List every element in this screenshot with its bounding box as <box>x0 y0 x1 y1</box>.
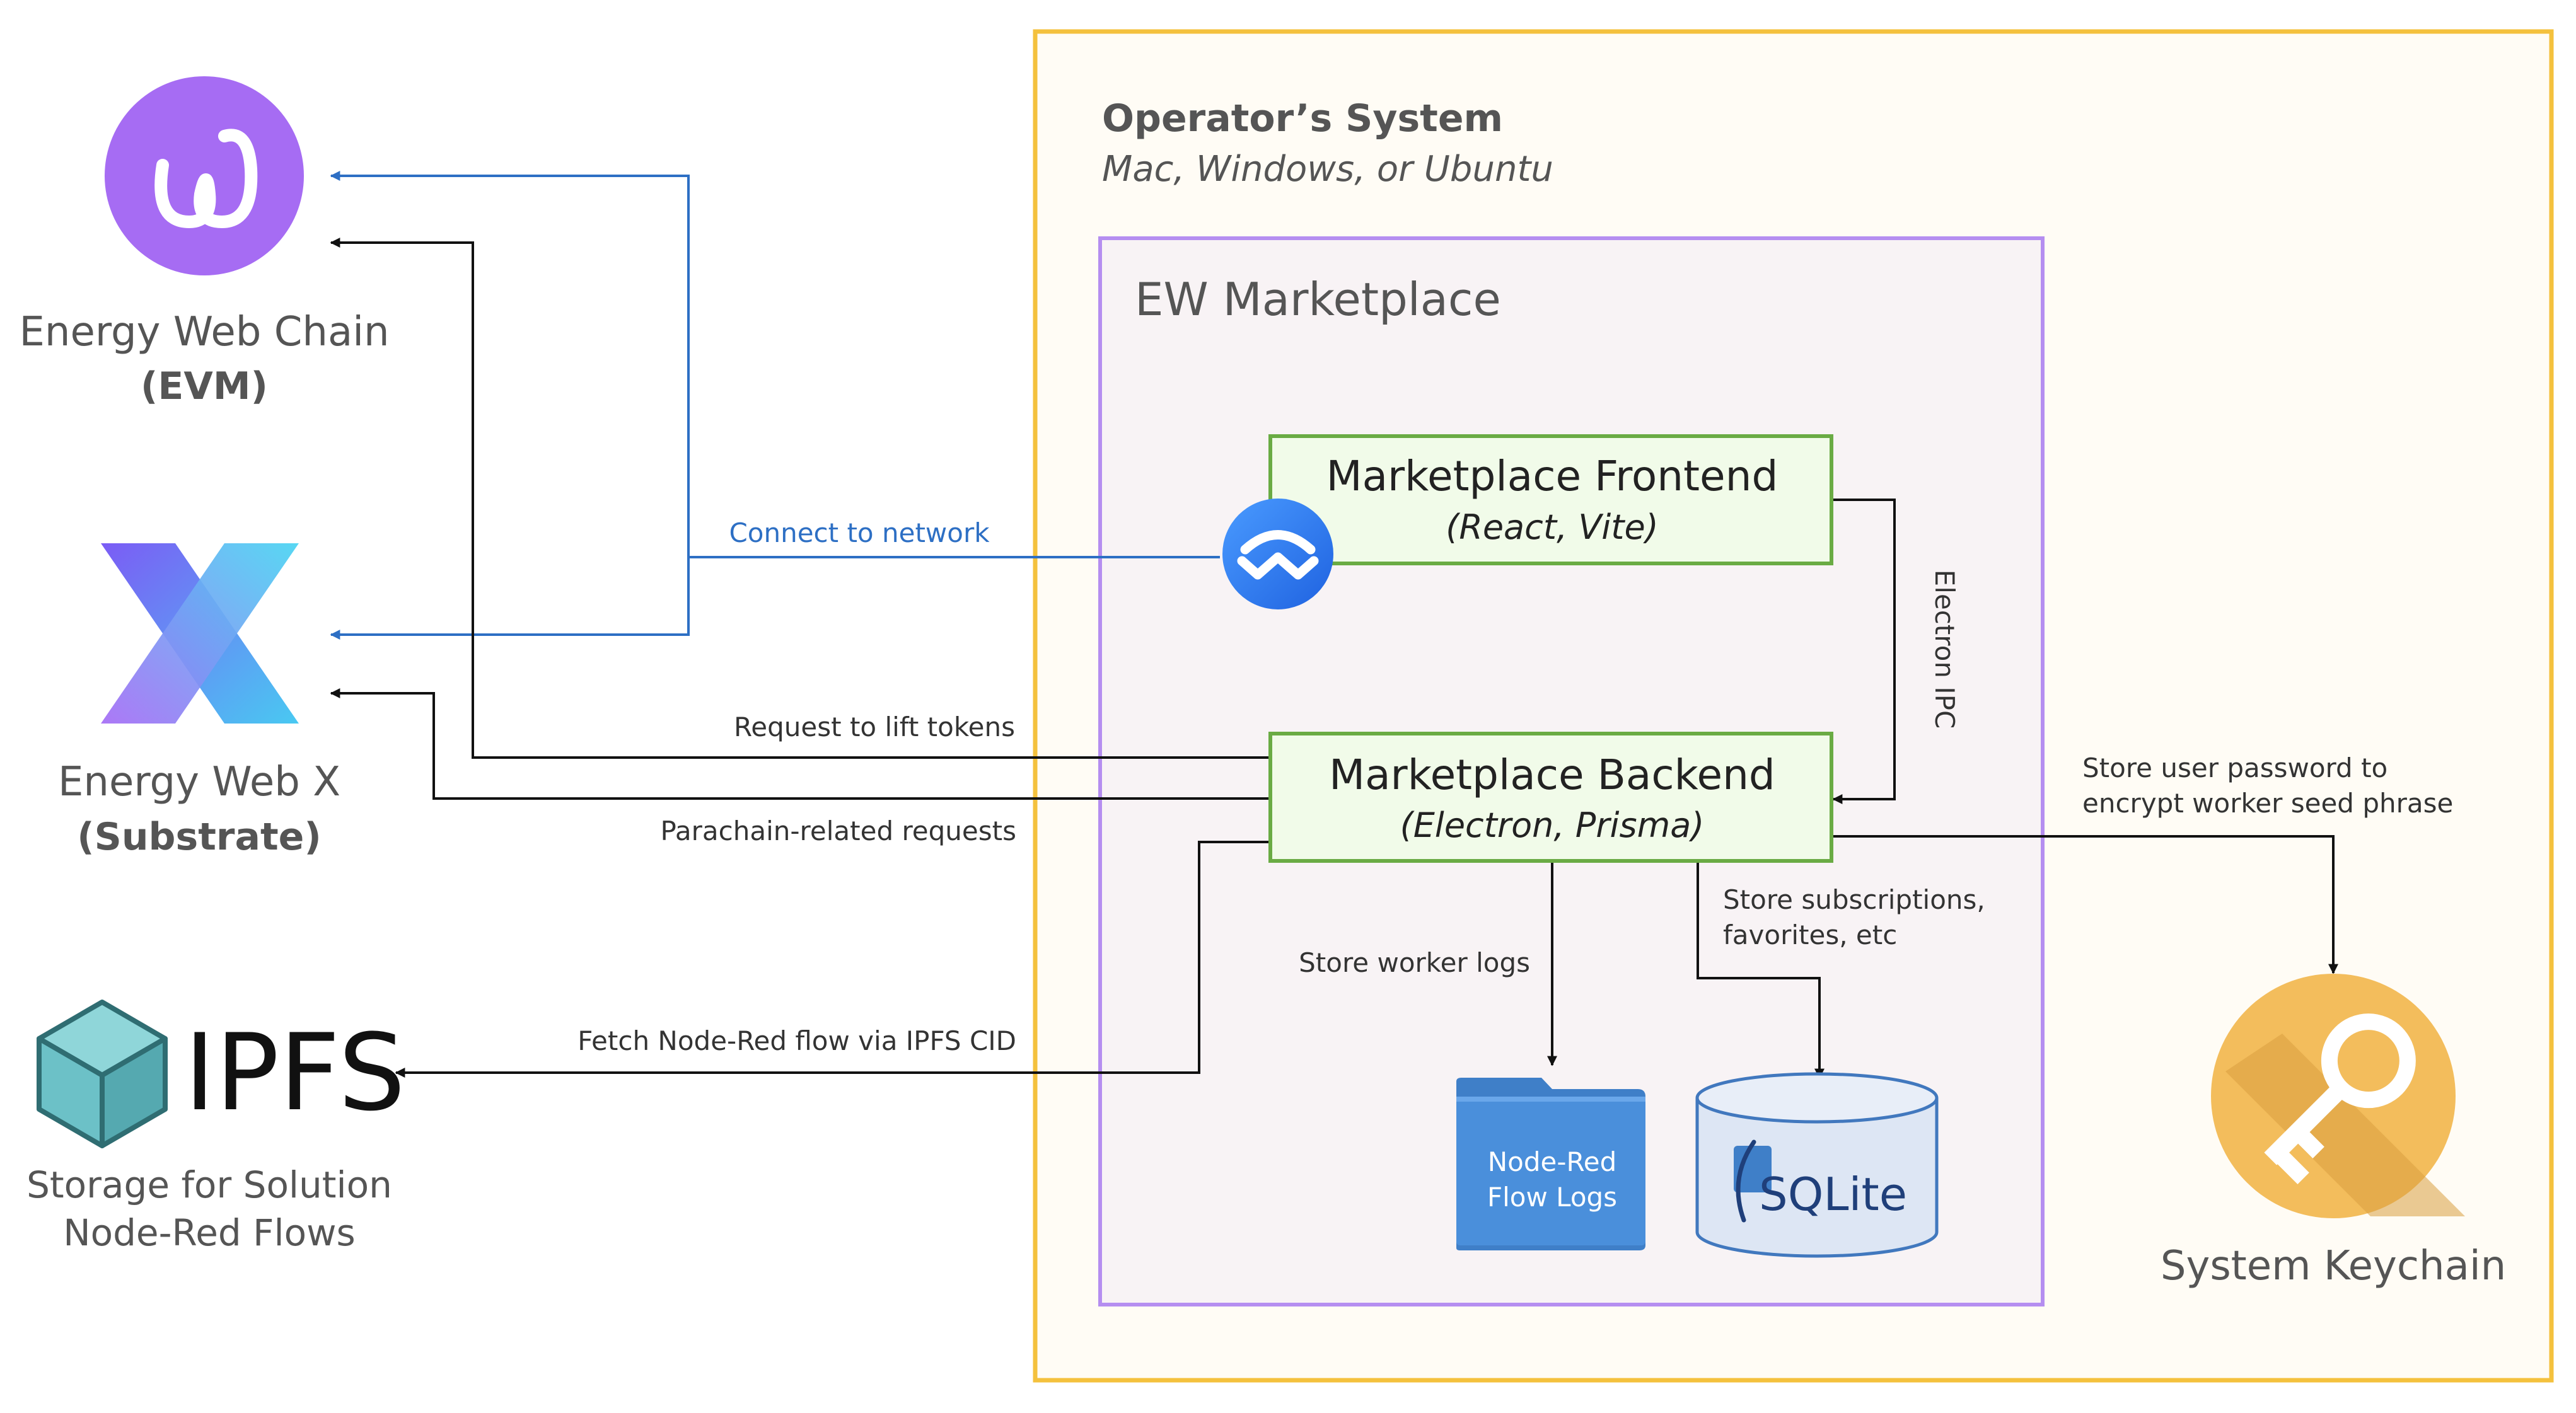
sqlite-database: SQLite <box>1695 1072 1939 1258</box>
marketplace-frontend-box <box>1268 434 1833 565</box>
marketplace-backend-title: Marketplace Backend <box>1329 751 1775 799</box>
ipfs-logo-text: IPFS <box>184 1011 405 1134</box>
sqlite-label: SQLite <box>1759 1168 1907 1221</box>
lift-tokens-edge <box>330 238 1270 759</box>
parachain-label: Parachain-related requests <box>660 816 1016 846</box>
ipfs-caption-line2: Node-Red Flows <box>63 1211 356 1254</box>
keychain-edge <box>1833 835 2338 974</box>
energy-web-x-name: Energy Web X <box>58 759 340 805</box>
subscriptions-label-line1: Store subscriptions, <box>1723 884 1985 915</box>
system-keychain-label: System Keychain <box>2161 1243 2506 1289</box>
energy-web-chain-sub: (EVM) <box>141 364 268 408</box>
keychain-label-line1: Store user password to <box>2082 753 2387 783</box>
ipfs-caption-line1: Storage for Solution <box>26 1163 392 1206</box>
marketplace-backend-box <box>1268 732 1833 863</box>
operator-system-title: Operator’s System <box>1102 96 1503 141</box>
worker-logs-label: Store worker logs <box>1299 947 1530 978</box>
key-icon <box>2264 1013 2416 1185</box>
energy-web-x-logo <box>101 543 299 724</box>
connect-evm-branch <box>330 171 690 557</box>
keychain-label-line2: encrypt worker seed phrase <box>2082 788 2453 819</box>
electron-ipc-label: Electron IPC <box>1929 570 1960 729</box>
energy-web-chain-name: Energy Web Chain <box>19 309 389 355</box>
ew-marketplace-title: EW Marketplace <box>1135 273 1501 326</box>
energy-web-chain-logo <box>105 76 304 275</box>
operator-system-subtitle: Mac, Windows, or Ubuntu <box>1102 149 1553 190</box>
ipfs-fetch-edge <box>395 841 1270 1078</box>
marketplace-backend-tech: (Electron, Prisma) <box>1400 805 1705 845</box>
flow-logs-line2: Flow Logs <box>1487 1182 1617 1213</box>
walletconnect-icon <box>1222 499 1333 609</box>
marketplace-frontend-tech: (React, Vite) <box>1446 507 1659 547</box>
ipfs-cube-logo <box>37 1000 168 1148</box>
flow-logs-line1: Node-Red <box>1488 1146 1617 1177</box>
electron-ipc-edge <box>1823 495 1896 804</box>
subscriptions-edge <box>1697 862 1825 1079</box>
subscriptions-label-line2: favorites, etc <box>1723 920 1897 950</box>
energy-web-x-sub: (Substrate) <box>77 815 322 859</box>
lift-tokens-label: Request to lift tokens <box>734 712 1015 742</box>
node-red-flow-logs-folder: Node-Red Flow Logs <box>1456 1078 1645 1250</box>
connect-to-network-label: Connect to network <box>729 517 990 548</box>
system-keychain <box>2211 974 2465 1218</box>
ipfs-fetch-label: Fetch Node-Red flow via IPFS CID <box>577 1025 1016 1056</box>
marketplace-frontend-title: Marketplace Frontend <box>1326 452 1778 500</box>
parachain-edge <box>330 688 1270 800</box>
database-icon <box>1695 1098 1939 1258</box>
connect-ewx-branch <box>330 557 690 640</box>
